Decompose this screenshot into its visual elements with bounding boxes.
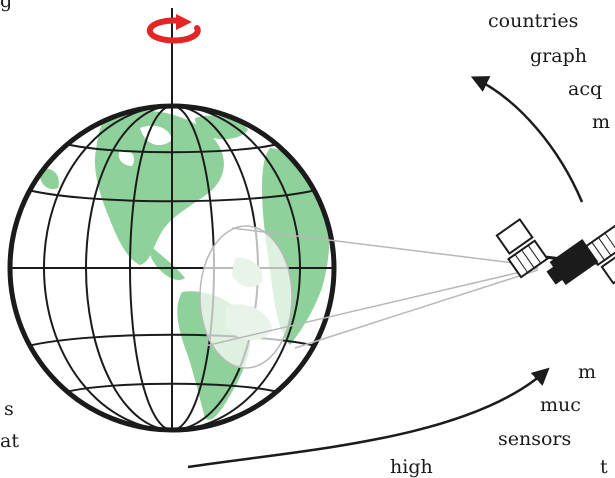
arrow-upper xyxy=(474,78,582,202)
sensor-footprint xyxy=(200,226,292,368)
text-fragment-right-7: sensors xyxy=(498,430,571,449)
text-fragment-right-6: muc xyxy=(540,396,581,415)
text-fragment-right-3: acq xyxy=(568,80,602,99)
text-fragment-right-4: m xyxy=(592,113,610,132)
text-fragment-right-8: t xyxy=(600,458,608,477)
text-fragment-right-2: graph xyxy=(530,47,587,66)
satellite-icon xyxy=(494,177,615,325)
text-fragment-left-1: s xyxy=(4,400,14,419)
text-fragment-bottom-mid: high xyxy=(390,458,433,477)
rotation-arrow-icon xyxy=(150,8,198,106)
text-fragment-right-5: m xyxy=(578,363,596,382)
text-fragment-top-left: g xyxy=(0,0,12,11)
text-fragment-right-1: countries xyxy=(488,12,578,31)
text-fragment-left-2: at xyxy=(0,432,19,451)
